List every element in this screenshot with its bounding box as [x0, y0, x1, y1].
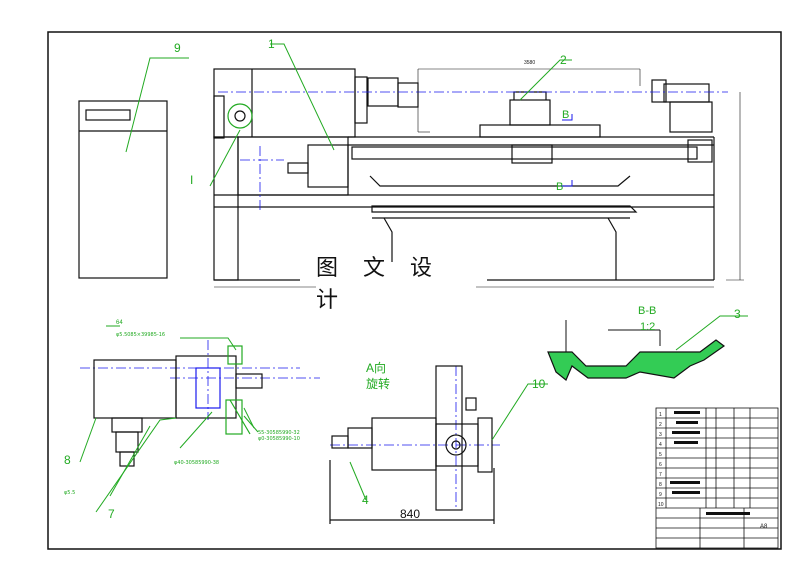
title-block-text: 1 2 3 4 5 6 7 8 9 10 A8 [658, 412, 768, 530]
title-block [655, 407, 779, 549]
title-row-2: 2 [659, 422, 662, 428]
centerlines [80, 91, 728, 510]
dim-64: 64 [116, 320, 123, 326]
detail-note-4: φ0-30585990-10 [258, 436, 300, 442]
section-title: B-B [638, 305, 656, 317]
title-sheet: A8 [760, 524, 768, 530]
section-b-b [547, 320, 726, 381]
section-labels: B B B-B 1:2 [556, 109, 656, 333]
title-row-3: 3 [659, 432, 662, 438]
callout-10: 10 [532, 377, 546, 391]
cabinet-part-9 [78, 100, 168, 279]
section-marker-top: B [562, 109, 569, 121]
title-row-4: 4 [659, 442, 662, 448]
callout-7: 7 [108, 507, 115, 521]
dimension-labels: 840 64 3580 [116, 60, 535, 521]
lathe-front-view [213, 68, 715, 281]
spindle-detail-view [93, 345, 263, 467]
view-a [329, 365, 495, 524]
detail-note-2: φ40-30585990-38 [174, 460, 219, 466]
section-scale: 1:2 [640, 321, 655, 333]
leader-lines [79, 43, 748, 513]
title-block-fill [670, 411, 750, 515]
dim-840: 840 [400, 507, 420, 521]
callout-detail-i: I [190, 173, 193, 187]
title-row-6: 6 [659, 462, 662, 468]
title-row-8: 8 [659, 482, 662, 488]
view-a-labels: A向 旋转 [366, 360, 390, 391]
detail-note-3: 55-30585990-32 [258, 430, 300, 436]
view-a-title: A向 [366, 360, 386, 375]
callout-labels: 1 2 3 4 7 8 9 10 I [64, 37, 741, 521]
title-row-1: 1 [659, 412, 662, 418]
title-row-7: 7 [659, 472, 662, 478]
watermark: 图 文 设 计 [316, 256, 476, 313]
callout-4: 4 [362, 493, 369, 507]
view-a-subtitle: 旋转 [366, 376, 390, 391]
drawing-frame [47, 31, 782, 550]
callout-2: 2 [560, 53, 567, 67]
title-row-9: 9 [659, 492, 662, 498]
detail-note-1: φ5.5085×39985-16 [116, 332, 165, 338]
section-marker-bottom: B [556, 181, 563, 193]
dim-3580: 3580 [524, 60, 535, 66]
callout-9: 9 [174, 41, 181, 55]
callout-3: 3 [734, 307, 741, 321]
detail-notes: φ5.5085×39985-16 φ40-30585990-38 55-3058… [64, 332, 300, 496]
section-arrows [560, 114, 573, 187]
detail-note-5: φ5.5 [64, 490, 75, 496]
callout-8: 8 [64, 453, 71, 467]
title-row-5: 5 [659, 452, 662, 458]
callout-1: 1 [268, 37, 275, 51]
title-row-10: 10 [658, 502, 664, 508]
